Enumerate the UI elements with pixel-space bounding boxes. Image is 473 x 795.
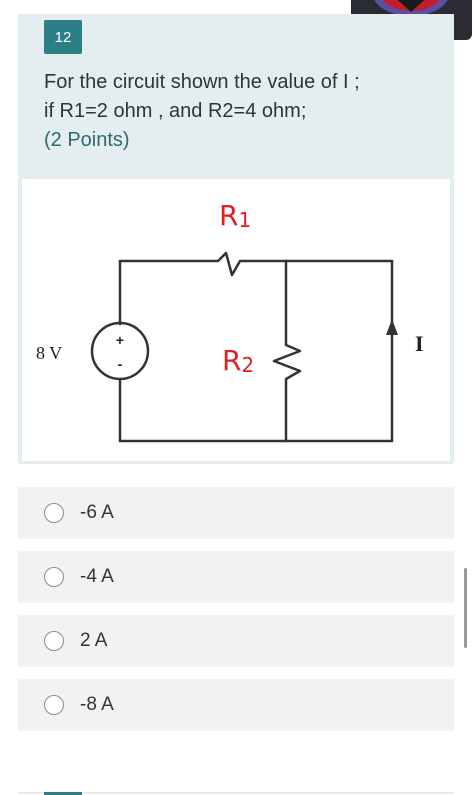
source-plus-sign: +: [116, 332, 124, 348]
answer-option-2[interactable]: -4 A: [18, 551, 454, 603]
bottom-divider: [18, 792, 454, 794]
video-thumbnail-art: [374, 0, 448, 16]
answer-option-1[interactable]: -6 A: [18, 487, 454, 539]
answer-option-label: 2 A: [80, 630, 108, 651]
source-voltage-label: 8 V: [36, 343, 62, 363]
question-card: 12 For the circuit shown the value of I …: [18, 14, 454, 464]
r1-label: R1: [219, 199, 251, 232]
circuit-figure: R1 R2 8 V + - I: [22, 179, 450, 461]
r2-resistor: [272, 259, 302, 443]
question-points: (2 Points): [44, 129, 130, 151]
current-label: I: [415, 331, 424, 356]
answer-option-label: -4 A: [80, 566, 114, 587]
radio-button[interactable]: [44, 503, 64, 523]
circuit-diagram: R1 R2 8 V + - I: [36, 199, 424, 443]
question-text-line-2: if R1=2 ohm , and R2=4 ohm;: [44, 100, 307, 122]
radio-button[interactable]: [44, 631, 64, 651]
radio-button[interactable]: [44, 567, 64, 587]
answer-option-label: -8 A: [80, 694, 114, 715]
radio-button[interactable]: [44, 695, 64, 715]
voltage-source: [90, 321, 150, 381]
r1-resistor: [118, 251, 288, 277]
answer-option-3[interactable]: 2 A: [18, 615, 454, 667]
question-text: For the circuit shown the value of I ; i…: [44, 68, 444, 155]
answer-option-label: -6 A: [80, 502, 114, 523]
current-arrow-icon: [386, 319, 398, 335]
next-question-accent: [44, 792, 82, 795]
answer-option-4[interactable]: -8 A: [18, 679, 454, 731]
scrollbar[interactable]: [464, 568, 467, 648]
source-minus-sign: -: [118, 356, 123, 372]
question-number-badge: 12: [44, 20, 82, 54]
r2-label: R2: [222, 344, 254, 377]
question-text-line-1: For the circuit shown the value of I ;: [44, 71, 360, 93]
